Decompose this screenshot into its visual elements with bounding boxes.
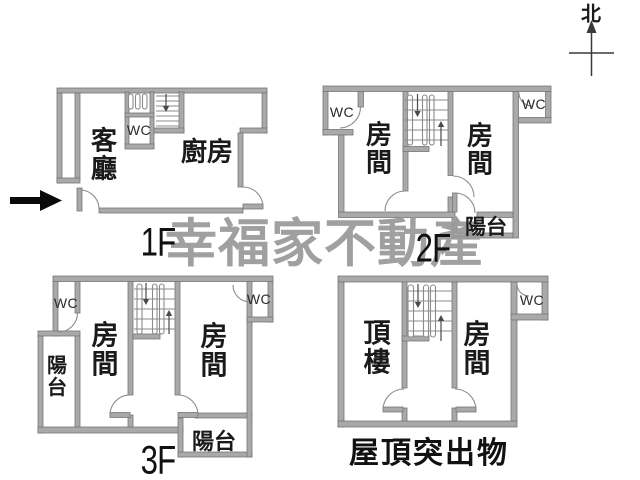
floor-label-1f: 1F bbox=[140, 220, 177, 265]
wc-label-3f-left: WC bbox=[53, 295, 79, 311]
floorplan-2f bbox=[322, 85, 552, 239]
entry-arrow-icon bbox=[10, 190, 62, 211]
floorplan-1f bbox=[10, 87, 268, 214]
wc-label-1f: WC bbox=[126, 122, 152, 138]
room-label-living: 客廳 bbox=[90, 125, 118, 184]
room-label-penthouse: 頂樓 bbox=[363, 318, 391, 378]
door-arcs-1f bbox=[79, 186, 264, 210]
north-label: 北 bbox=[581, 3, 601, 26]
balcony-label-3f-left: 陽台 bbox=[47, 355, 67, 399]
floorplan-roof bbox=[337, 275, 549, 428]
stairs-3f bbox=[134, 283, 175, 335]
room-label-2f-right: 房間 bbox=[466, 120, 494, 179]
stairs-1f bbox=[127, 93, 179, 127]
wc-label-roof: WC bbox=[519, 292, 545, 308]
north-arrow-icon bbox=[569, 20, 614, 76]
door-arcs-3f bbox=[57, 284, 251, 416]
stairs-roof bbox=[407, 284, 452, 341]
room-label-3f-left: 房間 bbox=[91, 320, 119, 380]
door-arcs-roof bbox=[382, 283, 530, 411]
balcony-label-2f: 陽台 bbox=[465, 216, 507, 239]
door-arcs-2f bbox=[339, 92, 533, 214]
room-label-3f-right: 房間 bbox=[200, 321, 228, 381]
floor-label-roof: 屋頂突出物 bbox=[349, 437, 509, 470]
room-label-2f-left: 房間 bbox=[365, 119, 393, 178]
room-label-kitchen: 廚房 bbox=[180, 136, 234, 167]
wc-label-2f-right: WC bbox=[521, 96, 547, 112]
room-label-roof-room: 房間 bbox=[463, 319, 491, 379]
stairs-2f bbox=[404, 94, 448, 146]
floor-label-3f: 3F bbox=[140, 438, 177, 480]
agency-watermark: 幸福家不動產 bbox=[164, 215, 484, 274]
wc-label-3f-right: WC bbox=[246, 291, 272, 307]
floorplan-3f bbox=[37, 275, 274, 458]
wc-label-2f-left: WC bbox=[329, 104, 355, 120]
floor-label-2f: 2F bbox=[415, 226, 452, 271]
balcony-label-3f-bottom: 陽台 bbox=[191, 429, 237, 454]
